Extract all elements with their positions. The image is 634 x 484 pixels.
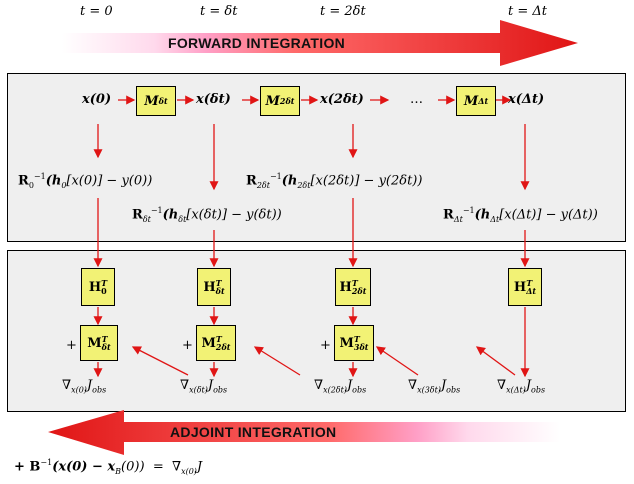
innovation-2dt: R2δt−1(h2δt[x(2δt)] − y(2δt)) [246,172,423,190]
state-x2dt: x(2δt) [320,92,364,107]
gradient-3dt: ∇x(3δt)Jobs [408,378,461,395]
gradient-dt: ∇x(δt)Jobs [180,378,228,395]
state-xdt: x(δt) [196,92,231,107]
gradient-2dt: ∇x(2δt)Jobs [314,378,367,395]
adjoint-arrow-shape [48,410,560,455]
ellipsis: … [410,92,423,107]
gradient-Dt: ∇x(Δt)Jobs [497,378,546,395]
plus-1: + [182,338,193,353]
innovation-0: R0−1(h0[x(0)] − y(0)) [18,172,153,190]
plus-2: + [320,338,331,353]
adjoint-label: ADJOINT INTEGRATION [170,424,337,440]
gradient-0: ∇x(0)Jobs [62,378,107,395]
time-label-0: t = 0 [80,4,113,19]
forward-arrow [62,20,578,66]
time-label-Dt: t = Δt [508,4,547,19]
innovation-Dt: RΔt−1(hΔt[x(Δt)] − y(Δt)) [443,206,598,224]
plus-0: + [66,338,77,353]
state-xDt: x(Δt) [508,92,545,107]
forward-label: FORWARD INTEGRATION [168,35,346,51]
forward-arrow-shape [62,20,578,66]
innovation-dt: Rδt−1(hδt[x(δt)] − y(δt)) [132,206,282,224]
final-equation: + B−1(x(0) − xB(0)) = ∇x(0)J [14,458,203,476]
time-label-dt: t = δt [200,4,238,19]
time-label-2dt: t = 2δt [320,4,366,19]
state-x0: x(0) [82,92,112,107]
